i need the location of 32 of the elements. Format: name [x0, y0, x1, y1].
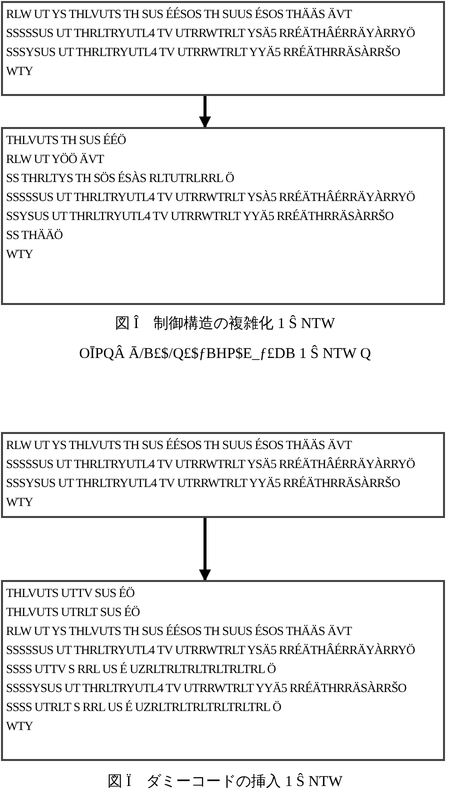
code-line: WTY [6, 246, 33, 263]
code-box [1, 1, 445, 96]
code-line: SS THRLTYS TH SÖS ÉSÀS RLTUTRLRRL Ö [6, 170, 234, 187]
code-line: SSSSSUS UT THRLTRYUTL4 TV UTRRWTRLT YSÄ5 RRÉÄTHÂÉRRÄYÀRRYÖ [6, 456, 415, 473]
code-box [1, 580, 445, 761]
code-line: RLW UT YÖÖ ÄVT [6, 151, 104, 168]
code-box [1, 127, 445, 305]
code-line: SS THÄÄÖ [6, 227, 63, 244]
figure-caption: 図 Î 制御構造の複雑化 1 Ŝ NTW [115, 316, 335, 332]
code-box [1, 432, 445, 518]
code-line: THLVUTS UTRLT SUS ÉÖ [6, 604, 140, 621]
arrow [199, 518, 211, 582]
code-line: RLW UT YS THLVUTS TH SUS ÉÉSOS TH SUUS ÉSOS THÄÄS ÄVT [6, 437, 352, 454]
code-line: THLVUTS UTTV SUS ÉÖ [6, 585, 134, 602]
code-line: WTY [6, 63, 33, 80]
code-line: SSSS UTTV S RRL US É UZRLTRLTRLTRLTRLTRL Ö [6, 661, 276, 678]
code-line: RLW UT YS THLVUTS TH SUS ÉÉSOS TH SUUS ÉSOS THÄÄS ÄVT [6, 6, 352, 23]
code-line: SSSSSUS UT THRLTRYUTL4 TV UTRRWTRLT YSÄ5 RRÉÄTHÂÉRRÄYÀRRYÖ [6, 25, 415, 42]
code-line: SSSSYSUS UT THRLTRYUTL4 TV UTRRWTRLT YYÄ5 RRÉÄTHRRÄSÀRRŠO [6, 680, 406, 697]
code-line: THLVUTS TH SUS ÉÉÖ [6, 132, 126, 149]
code-line: SSSYSUS UT THRLTRYUTL4 TV UTRRWTRLT YYÄ5 RRÉÄTHRRÄSÀRRŠO [6, 44, 400, 61]
code-line: SSSYSUS UT THRLTRYUTL4 TV UTRRWTRLT YYÄ5 RRÉÄTHRRÄSÀRRŠO [6, 475, 400, 492]
code-line: RLW UT YS THLVUTS TH SUS ÉÉSOS TH SUUS ÉSOS THÄÄS ÄVT [6, 623, 352, 640]
figure-caption: OĪPQÂ Ā/B£$/Q£$ƒBHP$E_ƒ£DB 1 Ŝ NTW Q [79, 346, 371, 362]
code-line: WTY [6, 718, 33, 735]
code-line: SSSS UTRLT S RRL US É UZRLTRLTRLTRLTRLTRL Ö [6, 699, 281, 716]
figure-caption: 図 Ï ダミーコードの挿入 1 Ŝ NTW [108, 774, 342, 790]
code-line: SSYSUS UT THRLTRYUTL4 TV UTRRWTRLT YYÄ5 RRÉÄTHRRÄSÀRRŠO [6, 208, 394, 225]
code-line: SSSSSUS UT THRLTRYUTL4 TV UTRRWTRLT YSÀ5 RRÉÄTHÂÉRRÄYÀRRYÖ [6, 189, 415, 206]
arrow [199, 96, 211, 128]
code-line: SSSSSUS UT THRLTRYUTL4 TV UTRRWTRLT YSÄ5 RRÉÄTHÂÉRRÄYÀRRYÖ [6, 642, 415, 659]
code-line: WTY [6, 494, 33, 511]
